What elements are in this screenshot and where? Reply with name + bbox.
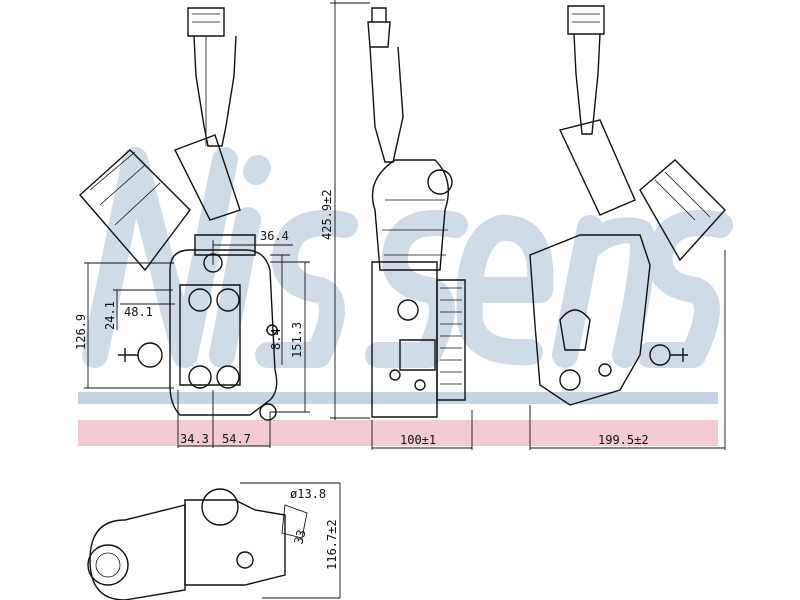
dim-inner-height: 24.1	[103, 301, 117, 330]
dim-bottom-height: 116.7±2	[325, 519, 339, 570]
dim-top-width: 36.4	[260, 229, 289, 243]
dim-total-height: 425.9±2	[320, 189, 334, 240]
dim-angle: 33	[291, 528, 308, 546]
watermark-line	[78, 392, 718, 404]
dim-bottom-right: 54.7	[222, 432, 251, 446]
dim-bottom-left: 34.3	[180, 432, 209, 446]
back-view: 199.5±2	[529, 5, 726, 450]
dim-height-left: 126.9	[74, 314, 88, 350]
bottom-view: ø13.8 33 116.7±2	[87, 482, 341, 600]
dim-small-height: 8.4	[269, 328, 283, 350]
watermark-band	[78, 420, 718, 446]
dim-inner-width: 48.1	[124, 305, 153, 319]
dim-diameter: ø13.8	[290, 487, 326, 501]
side-view: 425.9±2 100±1	[320, 0, 473, 450]
front-view: 36.4 126.9 24.1 48.1 8.4 151.3 34.3 54.7	[74, 7, 310, 448]
dim-side-width: 100±1	[400, 433, 436, 447]
dim-right-height: 151.3	[290, 322, 304, 358]
dim-back-width: 199.5±2	[598, 433, 649, 447]
watermark-logo	[82, 147, 733, 368]
